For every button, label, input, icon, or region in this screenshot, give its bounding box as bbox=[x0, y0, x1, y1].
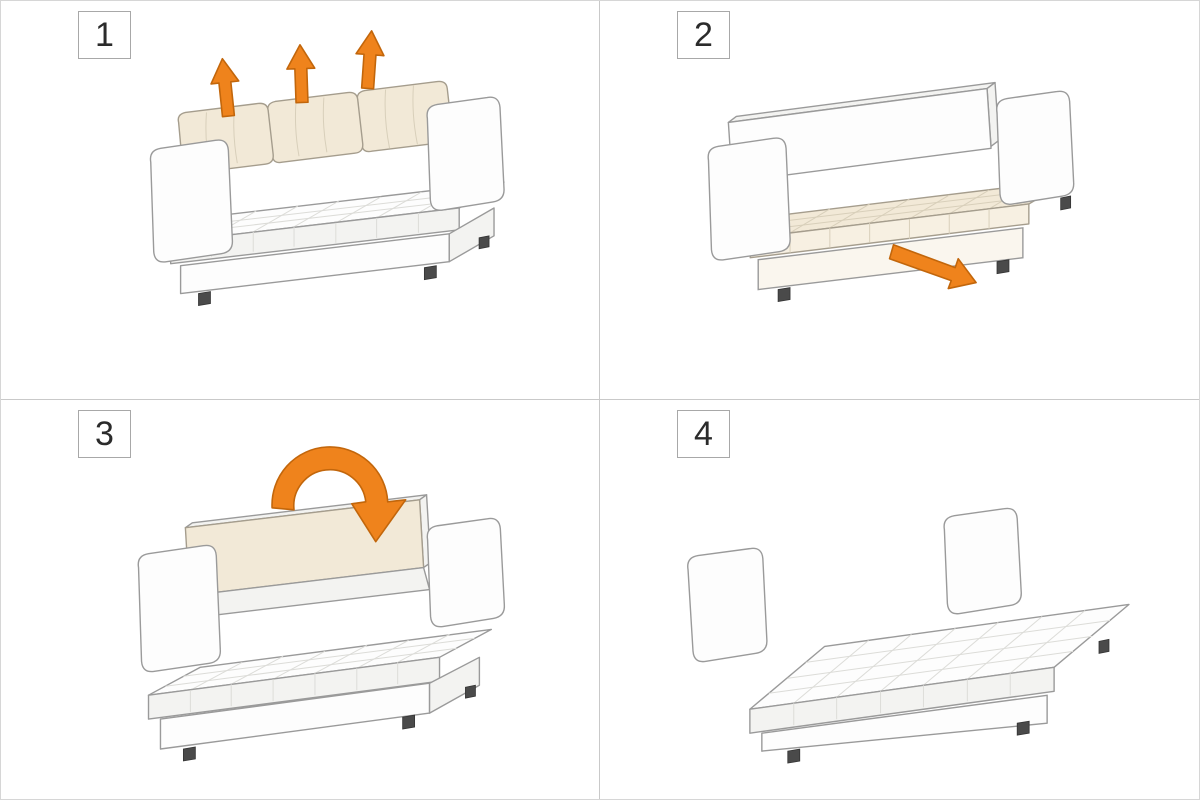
pull-out-base bbox=[159, 656, 481, 750]
back-cushions bbox=[177, 80, 454, 175]
armrest-left bbox=[137, 544, 222, 673]
step-number-1: 1 bbox=[95, 16, 114, 54]
sofa-step-4-illustration bbox=[687, 507, 1130, 764]
pull-out-arrow-icon bbox=[888, 243, 977, 290]
mattress-front-scallops bbox=[793, 673, 1011, 726]
step-panel-3: 3 bbox=[1, 400, 600, 799]
lift-up-arrows-icon bbox=[210, 30, 385, 118]
sofa-feet bbox=[198, 235, 490, 306]
step-number-box-4: 4 bbox=[677, 410, 730, 458]
sofa-feet bbox=[787, 638, 1110, 764]
armrest-left bbox=[149, 139, 234, 263]
step-number-2: 2 bbox=[694, 16, 713, 54]
step-panel-2: 2 bbox=[600, 1, 1199, 400]
backrest-panel bbox=[727, 81, 1000, 183]
step-number-4: 4 bbox=[694, 415, 713, 453]
sofa-step-1-illustration bbox=[149, 30, 505, 306]
flat-bed-mattress bbox=[749, 603, 1130, 734]
sofa-step-2-illustration bbox=[707, 81, 1075, 302]
step-number-box-2: 2 bbox=[677, 11, 730, 59]
bed-base bbox=[761, 694, 1048, 752]
armrest-left bbox=[707, 137, 791, 261]
step-panel-4: 4 bbox=[600, 400, 1199, 799]
step-number-box-3: 3 bbox=[78, 410, 131, 458]
step-number-3: 3 bbox=[95, 415, 114, 453]
sofa-feet bbox=[182, 684, 476, 762]
sofa-base bbox=[179, 207, 495, 295]
mattress-front-scallops bbox=[189, 662, 399, 713]
armrest-right bbox=[996, 90, 1075, 205]
sofa-step-3-illustration bbox=[137, 446, 506, 762]
sofa-feet bbox=[777, 195, 1072, 302]
step-panel-1: 1 bbox=[1, 1, 600, 400]
armrest-left bbox=[687, 547, 768, 663]
step-number-box-1: 1 bbox=[78, 11, 131, 59]
armrest-right bbox=[943, 507, 1022, 615]
armrest-right bbox=[426, 517, 506, 628]
seat-mattress bbox=[169, 181, 505, 265]
armrest-right bbox=[426, 96, 505, 211]
mattress-tuft-lines bbox=[165, 633, 475, 691]
fold-down-arrow-icon bbox=[271, 446, 407, 543]
mattress-tuft-lines bbox=[768, 610, 1111, 704]
